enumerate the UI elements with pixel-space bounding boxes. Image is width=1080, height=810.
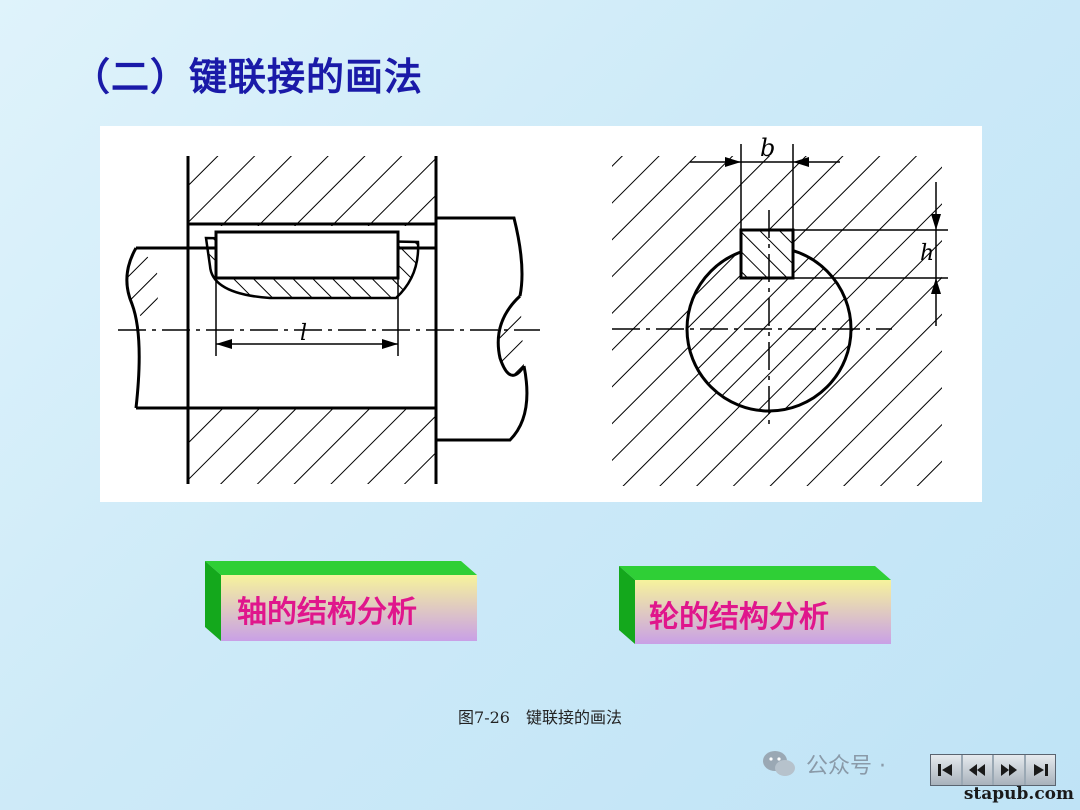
wechat-label: 公众号 · <box>806 754 886 779</box>
shaft-button-bevel <box>205 561 477 641</box>
shaft-analysis-label: 轴的结构分析 <box>237 595 417 630</box>
side-view: l <box>118 156 540 484</box>
nav-last-button[interactable] <box>1025 755 1055 785</box>
dim-b-label: b <box>760 134 775 162</box>
wechat-account: 公众号 · <box>762 748 886 780</box>
prev-icon <box>969 764 986 776</box>
key-connection-figure: l b h <box>100 126 982 502</box>
shaft-analysis-button[interactable]: 轴的结构分析 <box>205 561 477 641</box>
watermark: stapub.com <box>963 784 1074 804</box>
nav-first-button[interactable] <box>931 755 961 785</box>
wechat-icon <box>763 751 795 776</box>
nav-prev-button[interactable] <box>962 755 992 785</box>
next-icon <box>1000 764 1017 776</box>
wheel-analysis-label: 轮的结构分析 <box>649 600 829 635</box>
dim-h-label: h <box>920 241 934 266</box>
wheel-analysis-button[interactable]: 轮的结构分析 <box>619 566 891 644</box>
first-icon <box>937 764 952 776</box>
dim-l-label: l <box>300 321 307 346</box>
wheel-button-bevel <box>619 566 891 644</box>
section-view: b h <box>612 134 948 486</box>
figure-caption: 图7-26 键联接的画法 <box>458 708 622 727</box>
nav-next-button[interactable] <box>994 755 1024 785</box>
slide-title: （二）键联接的画法 <box>72 54 424 99</box>
last-icon <box>1034 764 1049 776</box>
slide-nav-bar <box>930 754 1056 786</box>
